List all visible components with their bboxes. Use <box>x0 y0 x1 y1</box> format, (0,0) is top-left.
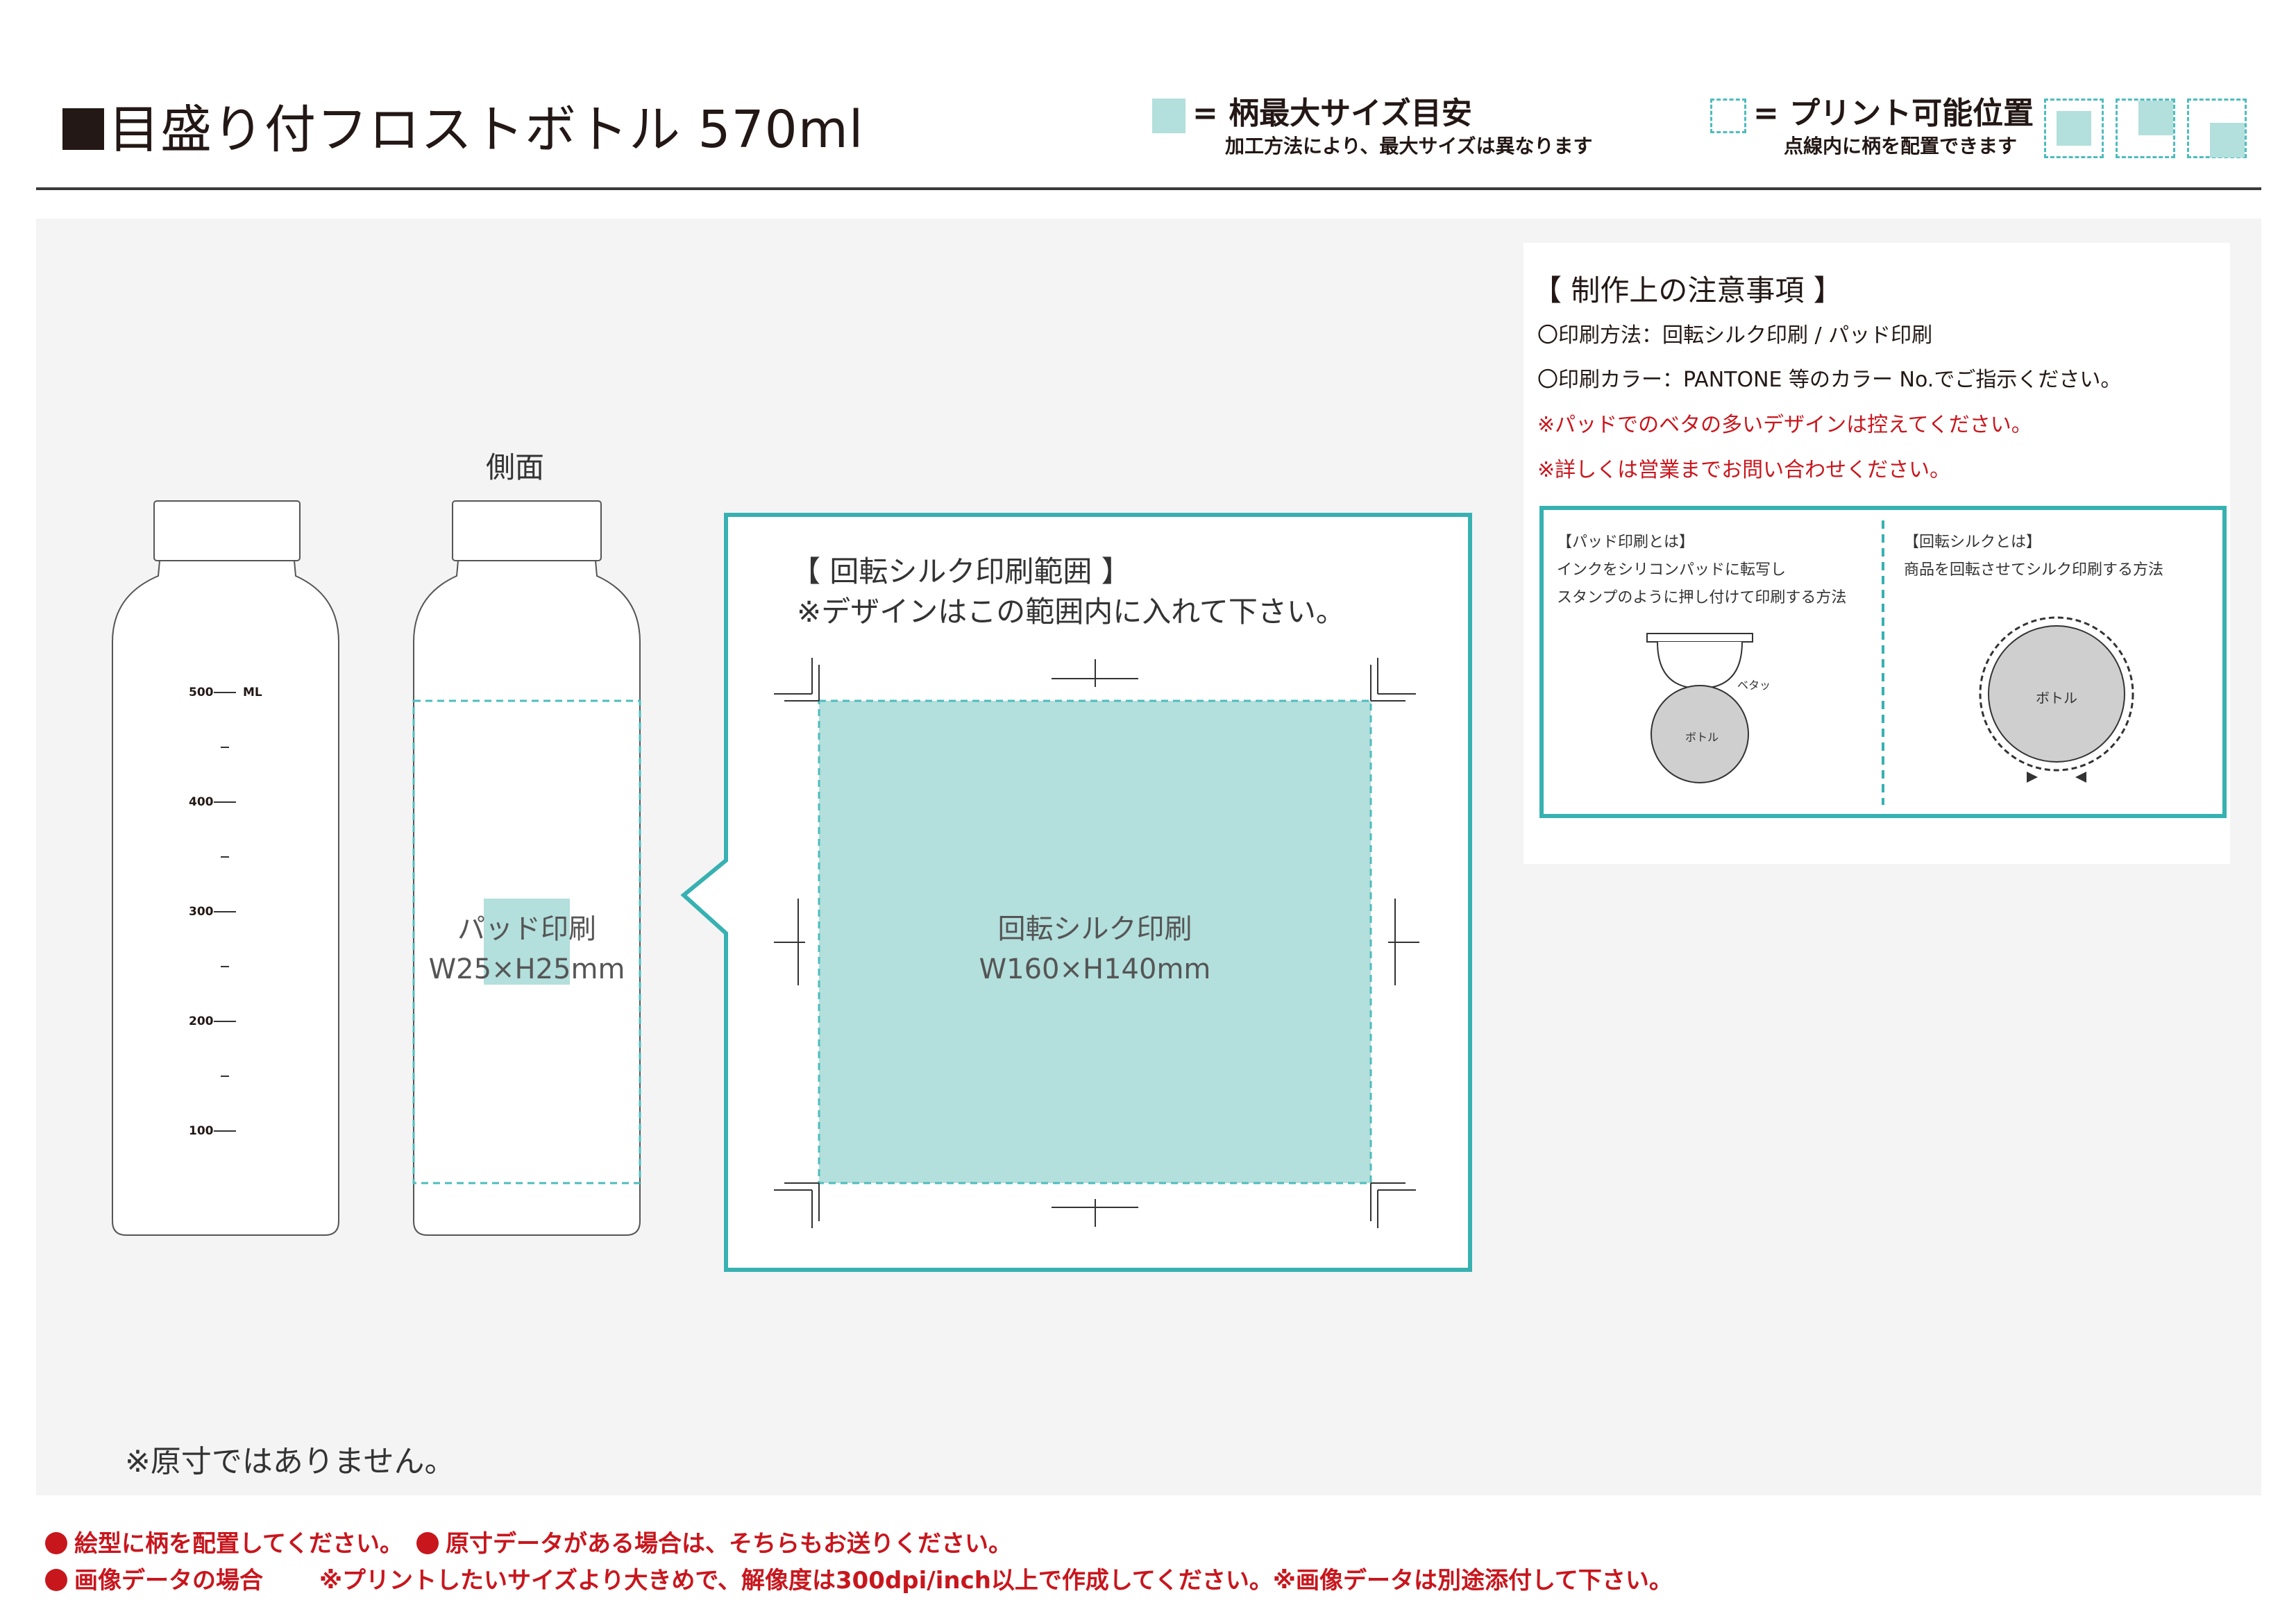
header-rule <box>36 187 2261 190</box>
footer-image-data: 画像データの場合 <box>45 1561 263 1595</box>
pad-holder-icon <box>1646 633 1753 643</box>
pad-print-size: W25×H25mm <box>428 953 625 985</box>
legend-max-size-note: 加工方法により、最大サイズは異なります <box>1225 135 1593 158</box>
bullet-icon <box>45 1569 67 1591</box>
title-text: 目盛り付フロストボトル 570ml <box>108 100 864 160</box>
legend-print-area-note: 点線内に柄を配置できます <box>1784 135 2018 158</box>
pad-print-name: パッド印刷 <box>457 913 596 945</box>
bullet-icon <box>45 1532 67 1554</box>
front-bottle-scale <box>214 692 236 1132</box>
footer-instruction-2: 原寸データがある場合は、そちらもお送りください。 <box>416 1524 1012 1558</box>
side-view-label: 側面 <box>486 450 545 484</box>
rotary-illustration <box>1979 616 2134 783</box>
pad-print-max-size <box>484 899 570 985</box>
legend-max-size: = 柄最大サイズ目安 <box>1192 96 1472 131</box>
pad-bottle-circle-icon <box>1651 685 1749 783</box>
rotary-bottle-label: ボトル <box>2036 690 2077 706</box>
scale-mark-100: 100 <box>189 1124 214 1138</box>
pad-bottle-label: ボトル <box>1685 731 1719 744</box>
side-bottle-body <box>413 560 641 1236</box>
placement-top-right-icon <box>2116 99 2175 158</box>
pad-method-desc-1: インクをシリコンパッドに転写し <box>1557 561 1787 579</box>
note-warning-pad: ※パッドでのベタの多いデザインは控えてください。 <box>1537 413 2032 437</box>
scale-unit: ML <box>243 686 262 699</box>
placement-bottom-right-icon <box>2187 99 2247 158</box>
note-print-color: 〇印刷カラー：PANTONE 等のカラー No.でご指示ください。 <box>1537 368 2122 392</box>
silicone-pad-icon <box>1657 641 1743 690</box>
footer-image-data-note: ※プリントしたいサイズより大きめで、解像度は300dpi/inch以上で作成して… <box>319 1567 1673 1595</box>
notes-title: 【 制作上の注意事項 】 <box>1533 273 1843 307</box>
bullet-icon <box>416 1532 439 1554</box>
rotary-print-area <box>818 699 1372 1184</box>
pad-print-label: パッド印刷 W25×H25mm <box>416 909 637 989</box>
rotary-bottle-circle-icon <box>1988 625 2125 763</box>
crop-marks <box>774 658 1419 1228</box>
note-print-method: 〇印刷方法：回転シルク印刷 / パッド印刷 <box>1537 323 1933 348</box>
rotary-area-size: W160×H140mm <box>979 953 1211 985</box>
legend-print-area: = プリント可能位置 <box>1753 96 2034 131</box>
title-square-icon <box>62 108 104 150</box>
print-area-swatch-icon <box>1710 99 1746 133</box>
scale-mark-300: 300 <box>189 905 214 919</box>
note-warning-contact: ※詳しくは営業までお問い合わせください。 <box>1537 458 1951 482</box>
rotation-arrow-right-icon <box>2075 772 2086 783</box>
side-bottle <box>413 500 641 1236</box>
rotary-area-label: 回転シルク印刷 W160×H140mm <box>819 909 1371 989</box>
scale-mark-200: 200 <box>189 1014 214 1028</box>
rotary-method-title: 【回転シルクとは】 <box>1904 534 2042 551</box>
front-bottle <box>112 500 339 1236</box>
page-title: 目盛り付フロストボトル 570ml <box>62 104 863 155</box>
front-bottle-body <box>112 560 339 1236</box>
rotary-method-desc: 商品を回転させてシルク印刷する方法 <box>1904 561 2164 579</box>
placement-center-icon <box>2044 99 2104 158</box>
pad-method-title: 【パッド印刷とは】 <box>1557 534 1695 551</box>
scale-mark-400: 400 <box>189 795 214 809</box>
scale-mark-500: 500 <box>189 686 214 699</box>
rotation-arrow-left-icon <box>2027 772 2038 783</box>
footer-instruction-1: 絵型に柄を配置してください。 <box>45 1524 403 1558</box>
rotary-heading: 【 回転シルク印刷範囲 】 <box>791 554 1131 588</box>
not-actual-size-note: ※原寸ではありません。 <box>125 1444 455 1479</box>
rotary-instruction: ※デザインはこの範囲内に入れて下さい。 <box>797 595 1345 629</box>
footer-instruction-2-text: 原寸データがある場合は、そちらもお送りください。 <box>446 1530 1012 1558</box>
footer-image-data-label: 画像データの場合 <box>74 1567 263 1595</box>
max-size-swatch-icon <box>1152 99 1185 133</box>
pad-beta-label: ベタッ <box>1737 679 1771 692</box>
pad-illustration <box>1646 633 1753 783</box>
side-print-dashed-area <box>412 699 641 1184</box>
pad-method-desc-2: スタンプのように押し付けて印刷する方法 <box>1557 589 1847 606</box>
rotary-area-name: 回転シルク印刷 <box>997 913 1192 945</box>
footer-instruction-1-text: 絵型に柄を配置してください。 <box>74 1530 403 1558</box>
